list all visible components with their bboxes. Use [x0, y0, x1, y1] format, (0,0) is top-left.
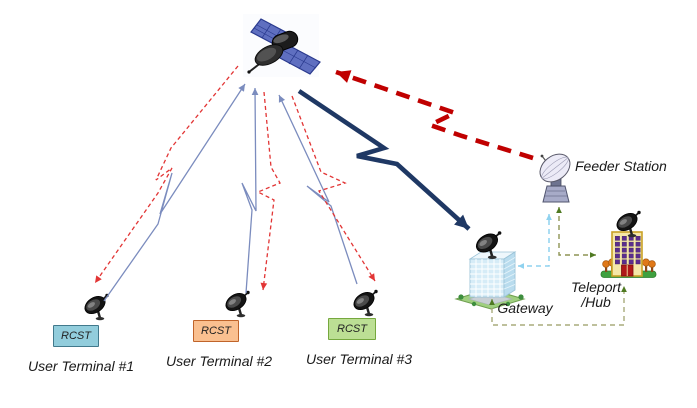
link-feeder-teleport-arrowhead [556, 207, 562, 213]
link-return-link-feeder-satellite [335, 69, 534, 161]
link-downlink-terminal-2-arrowhead [260, 282, 268, 290]
terminal-1-dish-icon [80, 291, 110, 322]
user-terminal-2-label: User Terminal #2 [166, 353, 273, 369]
link-downlink-terminal-3-arrowhead [368, 273, 375, 281]
link-gateway-feeder-arrowhead [546, 214, 552, 220]
teleport-label-line2: /Hub [581, 294, 611, 310]
teleport-hub-label: Teleport /Hub [561, 280, 631, 310]
link-uplink-terminal-1 [103, 83, 246, 302]
teleport-windows [615, 235, 641, 265]
link-gateway-teleport-loop [491, 286, 625, 326]
link-gateway-teleport-loop-arrowhead [489, 299, 495, 305]
satellite-icon [243, 14, 321, 77]
link-uplink-terminal-2-arrowhead [251, 88, 259, 96]
rcst-box-terminal-1: RCST [53, 325, 99, 347]
feeder-station-dish [539, 153, 571, 183]
link-uplink-terminal-3 [278, 94, 358, 285]
user-terminal-1-label: User Terminal #1 [28, 358, 135, 374]
feeder-station-label: Feeder Station [575, 158, 667, 174]
rcst-label: RCST [61, 330, 91, 342]
gateway-label: Gateway [497, 300, 553, 316]
link-uplink-terminal-2 [241, 87, 257, 294]
feeder-station-pedestal [542, 185, 570, 203]
link-forward-link-satellite-gateway-arrowhead [454, 214, 469, 229]
rcst-label: RCST [337, 323, 367, 335]
link-uplink-terminal-1-arrowhead [238, 84, 245, 92]
rcst-label: RCST [201, 325, 231, 337]
link-return-link-feeder-satellite-arrowhead [336, 70, 352, 83]
rcst-box-terminal-2: RCST [193, 320, 239, 342]
link-uplink-terminal-3-arrowhead [278, 95, 286, 103]
link-feeder-teleport [558, 207, 596, 256]
link-gateway-feeder [518, 214, 550, 267]
satellite-dish [247, 44, 284, 74]
rcst-box-terminal-3: RCST [328, 318, 376, 340]
terminal-3-dish-icon [349, 287, 379, 318]
links-layer [94, 65, 627, 326]
link-forward-link-satellite-gateway [297, 89, 471, 231]
teleport-hub-icon [600, 208, 657, 278]
gateway-icon [454, 228, 526, 310]
terminal-2-dish-icon [221, 288, 251, 319]
user-terminal-3-label: User Terminal #3 [306, 351, 413, 367]
link-gateway-teleport-loop-arrowhead [621, 286, 627, 292]
link-downlink-terminal-1-arrowhead [95, 275, 102, 283]
link-downlink-terminal-2 [256, 91, 281, 291]
feeder-station-icon [539, 153, 571, 203]
link-downlink-terminal-1 [94, 65, 239, 284]
gateway-front-face [469, 258, 505, 298]
link-downlink-terminal-3 [291, 95, 376, 282]
teleport-tree [648, 260, 656, 268]
link-gateway-feeder-arrowhead [518, 263, 524, 269]
teleport-label-line1: Teleport [570, 279, 622, 295]
link-feeder-teleport-arrowhead [590, 252, 596, 258]
